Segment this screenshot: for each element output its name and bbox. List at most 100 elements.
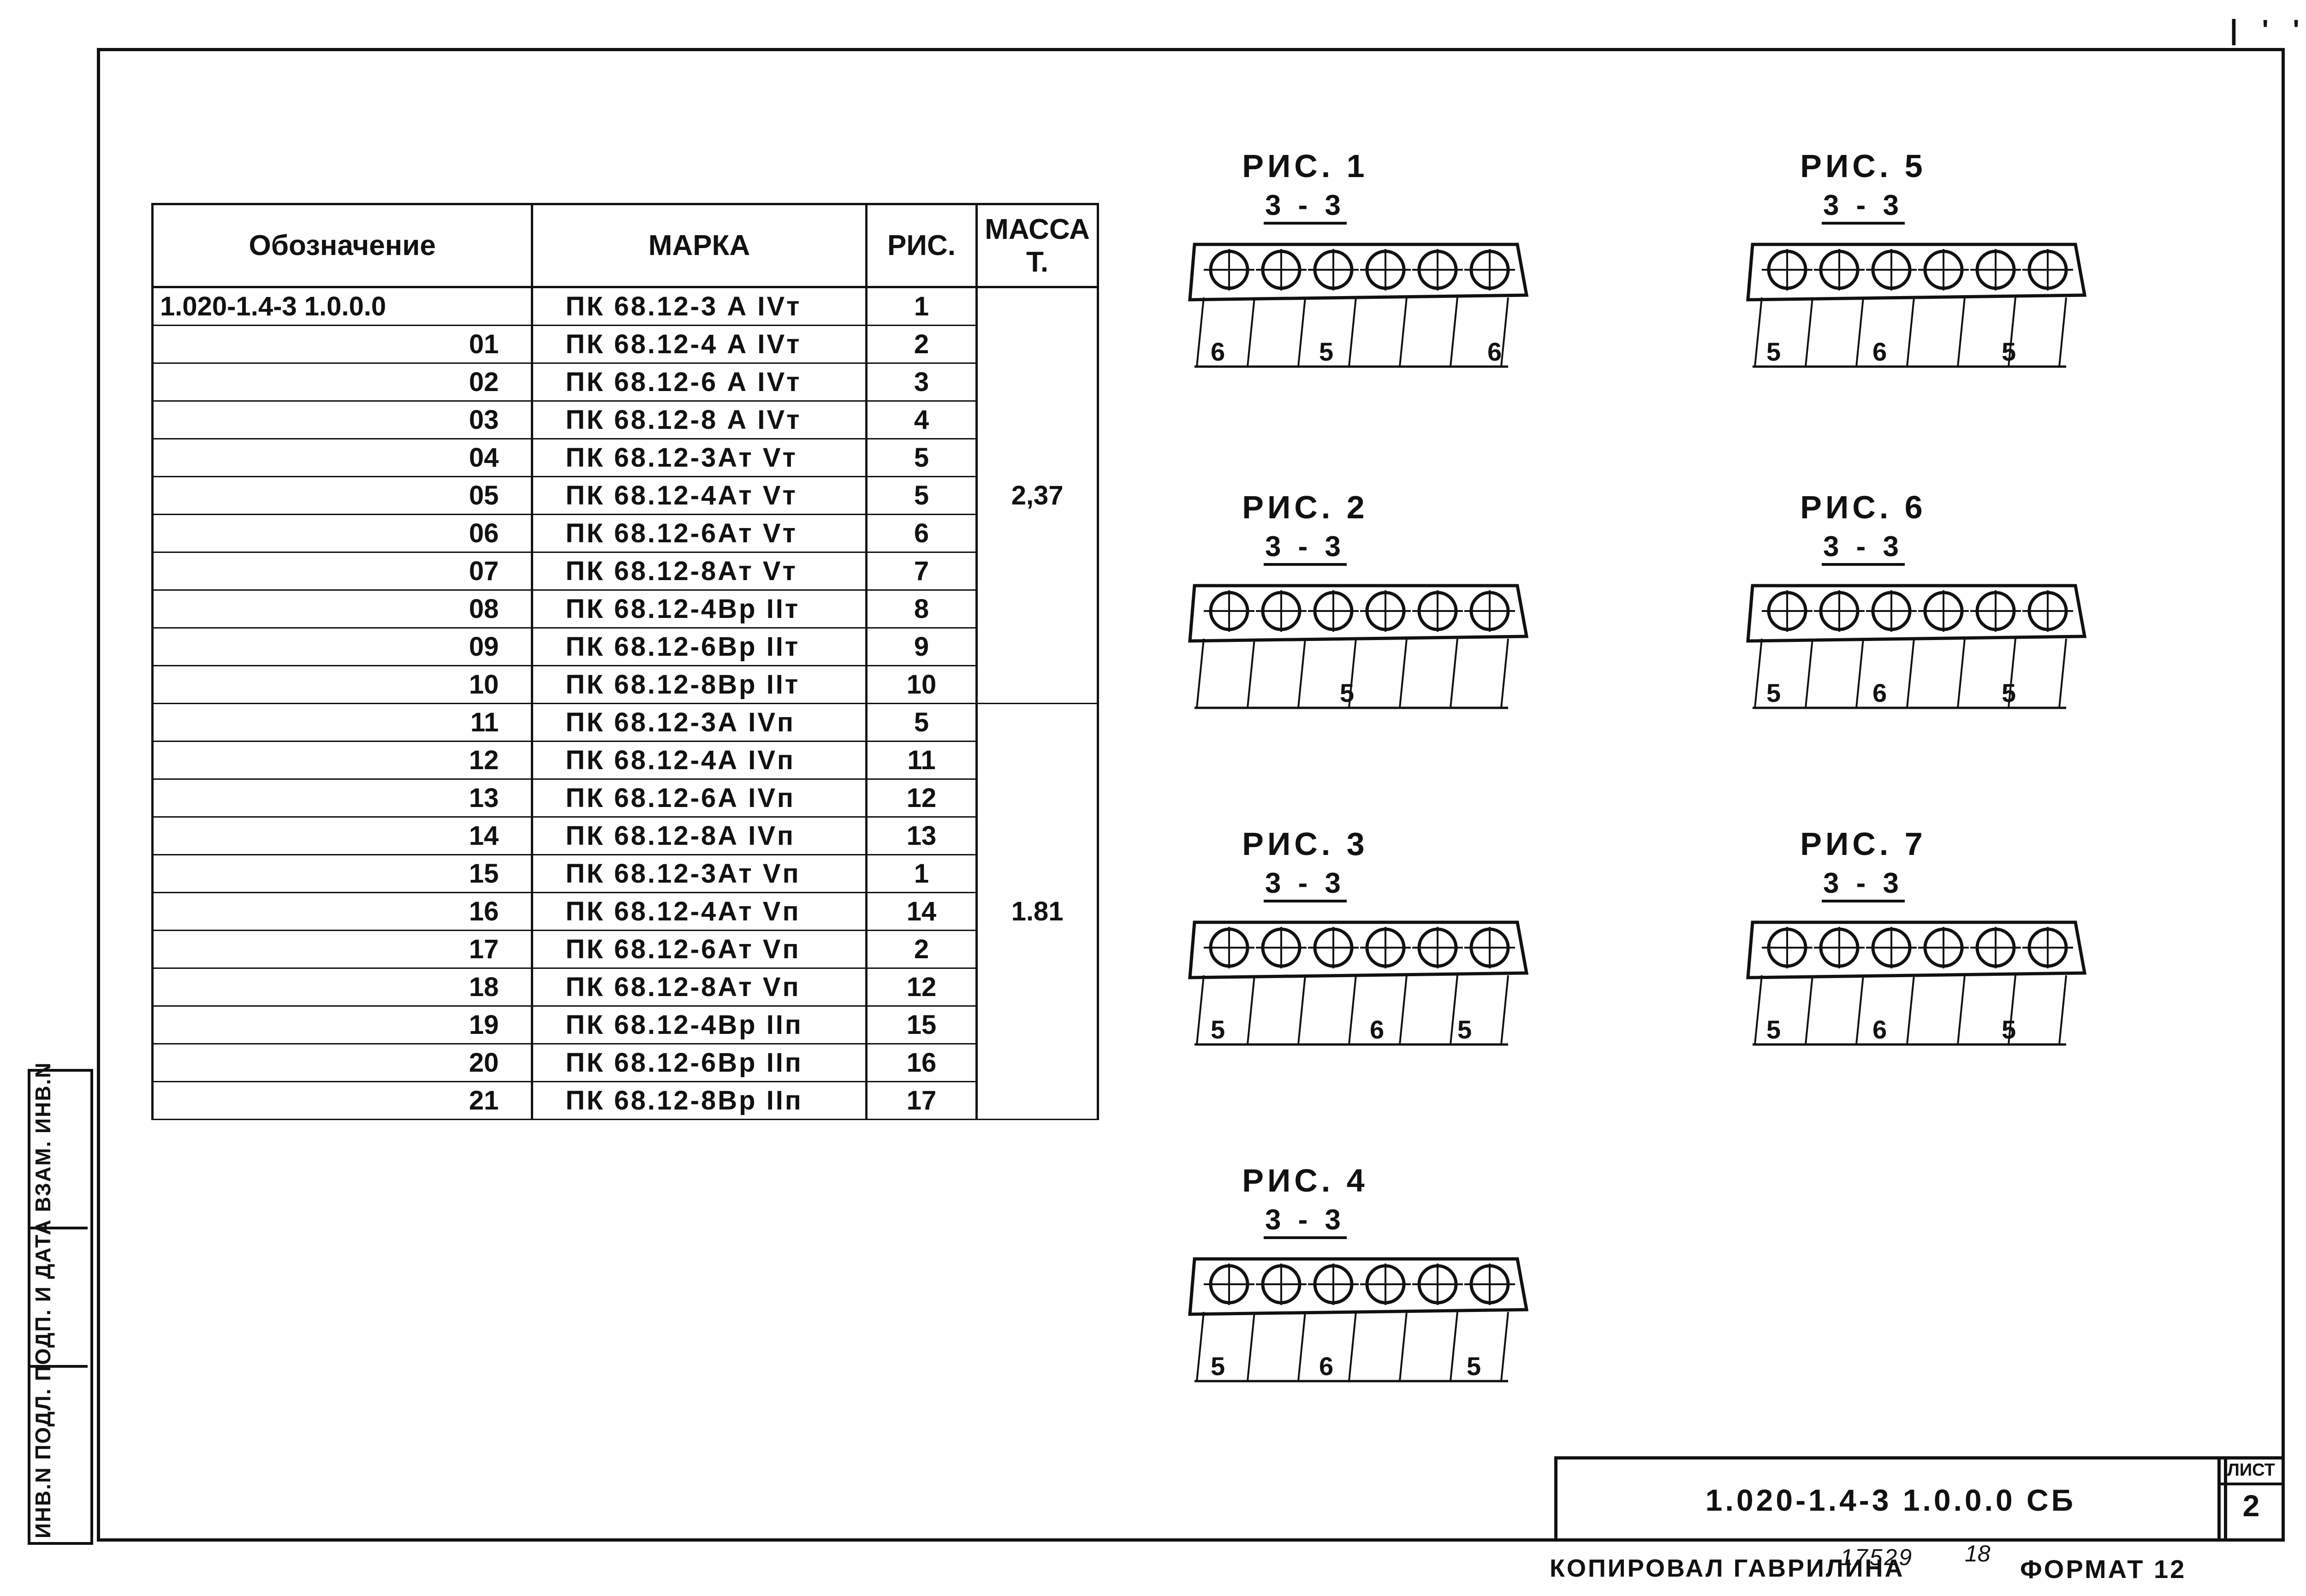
header-marka: МАРКА (531, 203, 868, 288)
cell-marka: ПК 68.12-8Вр IIт (531, 665, 868, 704)
leader-line (2008, 297, 2016, 367)
cell-ris: 12 (865, 778, 978, 818)
order-number-2: 18 (1965, 1541, 1991, 1566)
cell-oboz: 21 (151, 1081, 534, 1120)
leader-line (2058, 975, 2067, 1045)
cell-marka: ПК 68.12-6А IVп (531, 778, 868, 818)
reinforcement-label: 6 (1872, 337, 1887, 366)
slab-outline (1188, 920, 1529, 979)
document-code: 1.020-1.4-3 1.0.0.0 СБ (1705, 1483, 2076, 1517)
sheet-label: ЛИСТ (2221, 1460, 2282, 1485)
leader-line (1196, 975, 1205, 1045)
leader-line (2058, 297, 2067, 367)
cell-marka: ПК 68.12-3Ат Vп (531, 854, 868, 893)
cell-oboz: 07 (151, 552, 534, 591)
leader-line (1957, 638, 1966, 708)
cell-marka: ПК 68.12-6 А IVт (531, 362, 868, 402)
cell-marka: ПК 68.12-6Ат Vт (531, 514, 868, 553)
cell-ris: 6 (865, 514, 978, 553)
leader-line (1957, 297, 1966, 367)
leader-line (1450, 297, 1458, 367)
cell-ris: 14 (865, 892, 978, 931)
reinforcement-label: 6 (1487, 337, 1502, 366)
leader-line (1348, 1311, 1357, 1382)
side-divider (28, 1227, 88, 1229)
cell-oboz: 20 (151, 1043, 534, 1082)
cell-ris: 9 (865, 627, 978, 666)
leader-line (1348, 638, 1357, 708)
specification-table: Обозначение МАРКА РИС. МАССА Т. 1.020-1.… (151, 203, 1099, 1120)
cell-marka: ПК 68.12-3Ат Vт (531, 438, 868, 477)
cell-ris: 15 (865, 1005, 978, 1044)
cell-oboz: 18 (151, 967, 534, 1007)
cell-marka: ПК 68.12-4Ат Vт (531, 476, 868, 515)
table-header-row: Обозначение МАРКА РИС. МАССА Т. (151, 203, 1099, 288)
cell-marka: ПК 68.12-6Ат Vп (531, 930, 868, 969)
copied-by: КОПИРОВАЛ ГАВРИЛИНА (1550, 1554, 1905, 1582)
leader-line (1906, 638, 1915, 708)
cell-marka: ПК 68.12-4Вр IIт (531, 589, 868, 629)
leader-line (1754, 975, 1763, 1045)
cell-marka: ПК 68.12-3 А IVт (531, 286, 868, 326)
reinforcement-label: 5 (1319, 337, 1333, 366)
leader-line (1247, 638, 1255, 708)
header-massa: МАССА Т. (975, 203, 1099, 288)
reinforcement-label: 5 (1340, 678, 1354, 707)
format-label: ФОРМАТ 12 (2020, 1554, 2187, 1584)
slab-outline (1746, 920, 2087, 979)
corner-mark: | ' ' (2230, 14, 2306, 45)
figure-title: РИС. 6 (1800, 489, 1926, 525)
section-mark: 3 - 3 (1264, 867, 1347, 902)
section-mark: 3 - 3 (1264, 1204, 1347, 1239)
cell-ris: 3 (865, 362, 978, 402)
leader-line (1754, 297, 1763, 367)
cell-marka: ПК 68.12-4А IVп (531, 741, 868, 780)
cell-oboz: 02 (151, 362, 534, 402)
slab-outline (1746, 584, 2087, 643)
cell-oboz: 13 (151, 778, 534, 818)
cell-ris: 5 (865, 476, 978, 515)
reinforcement-label: 5 (1211, 1015, 1225, 1044)
cell-oboz: 09 (151, 627, 534, 666)
leader-line (1500, 297, 1509, 367)
cell-ris: 1 (865, 286, 978, 326)
leader-line (1855, 975, 1864, 1045)
section-mark: 3 - 3 (1822, 530, 1905, 566)
cell-ris: 13 (865, 816, 978, 855)
cell-oboz: 19 (151, 1005, 534, 1044)
reinforcement-label: 5 (1457, 1015, 1472, 1044)
leader-line (1906, 297, 1915, 367)
reinforcement-label: 6 (1872, 1015, 1887, 1044)
leader-line (2058, 638, 2067, 708)
side-stamp-strip (28, 1069, 93, 1545)
cell-marka: ПК 68.12-8Ат Vт (531, 552, 868, 591)
leader-line (1805, 975, 1813, 1045)
leader-line (1450, 975, 1458, 1045)
reinforcement-label: 6 (1370, 1015, 1384, 1044)
cell-oboz: 1.020-1.4-3 1.0.0.0 (151, 286, 534, 326)
leader-line (1500, 1311, 1509, 1382)
slab-outline (1188, 584, 1529, 643)
title-block: 1.020-1.4-3 1.0.0.0 СБ (1554, 1456, 2227, 1539)
leader-line (1399, 297, 1408, 367)
cell-ris: 4 (865, 400, 978, 439)
leader-line (1450, 638, 1458, 708)
slab-section-drawing: 5 6 5 (1188, 920, 1529, 1046)
reinforcement-label: 5 (1766, 678, 1781, 707)
cell-marka: ПК 68.12-6Вр IIт (531, 627, 868, 666)
reinforcement-label: 5 (1467, 1352, 1481, 1381)
leader-line (1805, 297, 1813, 367)
